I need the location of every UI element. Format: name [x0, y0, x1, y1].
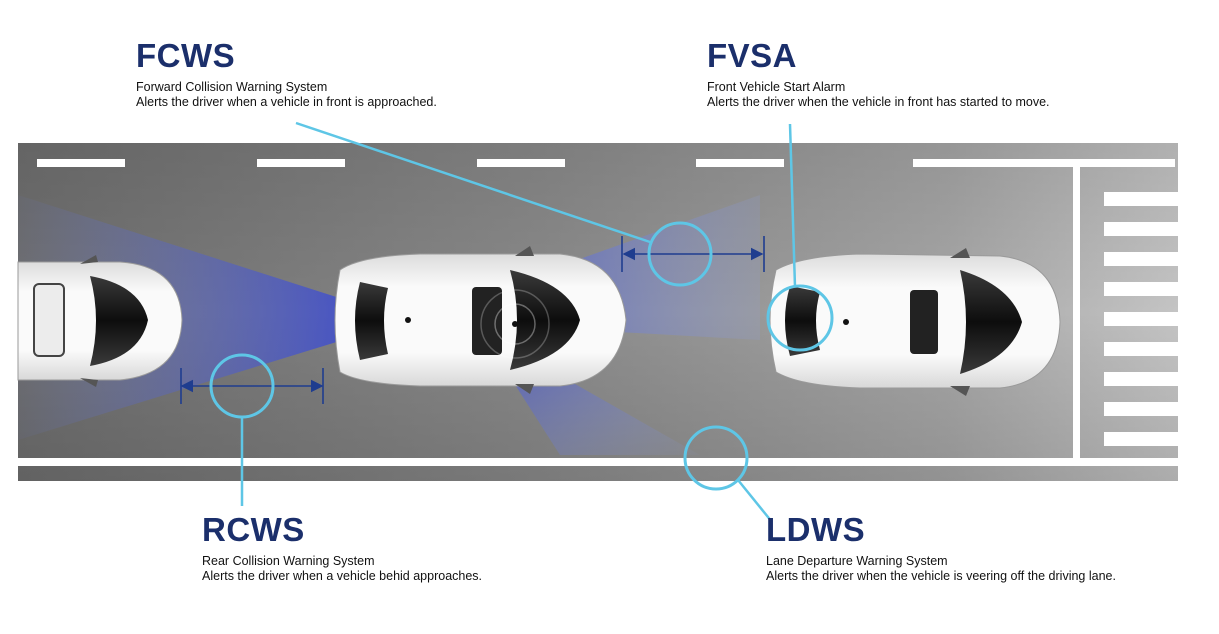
crosswalk-stripe: [1104, 402, 1178, 416]
front-car: [769, 248, 1061, 396]
host-car: [334, 246, 627, 394]
host-car-mirror: [515, 384, 534, 394]
lane-dash-4: [696, 159, 784, 167]
crosswalk: [1104, 192, 1178, 446]
host-car-sensor-wave: [480, 289, 550, 359]
rear-car-roof: [33, 283, 65, 357]
rcws-full-name: Rear Collision Warning System: [202, 554, 375, 568]
crosswalk-stripe: [1104, 312, 1178, 326]
rcws-description: Alerts the driver when a vehicle behid a…: [202, 569, 483, 583]
crosswalk-stripe: [1104, 222, 1178, 236]
front-car-mirror: [950, 386, 970, 396]
fvsa-callout: FVSA Front Vehicle Start Alarm Alerts th…: [707, 38, 1050, 110]
fvsa-description: Alerts the driver when the vehicle in fr…: [707, 95, 1050, 109]
fcws-acronym: FCWS: [136, 37, 236, 74]
lane-dash-1: [37, 159, 125, 167]
fcws-leader-line: [295, 121, 651, 244]
host-car-sunroof: [472, 287, 502, 355]
crosswalk-stripe: [1104, 252, 1178, 266]
host-car-sensor-wave: [494, 303, 536, 345]
ldws-full-name: Lane Departure Warning System: [766, 554, 948, 568]
rcws-callout: RCWS Rear Collision Warning System Alert…: [202, 512, 482, 584]
crosswalk-stripe: [1104, 432, 1178, 446]
fcws-highlight-circle: [647, 221, 713, 287]
front-car-mirror: [950, 248, 970, 258]
road-edge-line: [18, 458, 1178, 466]
callout-pointers: [209, 121, 834, 523]
host-car-windshield: [510, 270, 580, 370]
ldws-description: Alerts the driver when the vehicle is ve…: [766, 569, 1116, 583]
front-car-rear-window: [785, 286, 820, 356]
ldws-callout: LDWS Lane Departure Warning System Alert…: [766, 512, 1116, 584]
fvsa-leader-line: [788, 123, 797, 288]
lane-dash-3: [477, 159, 565, 167]
rear-car-mirror: [80, 378, 98, 387]
crosswalk-stripe: [1104, 282, 1178, 296]
ldws-leader-line: [737, 479, 773, 523]
fcws-callout: FCWS Forward Collision Warning System Al…: [136, 38, 437, 110]
crosswalk-stripe: [1104, 342, 1178, 356]
host-car-rear-window: [355, 282, 388, 360]
rcws-acronym: RCWS: [202, 511, 305, 548]
rear-car-windshield: [90, 276, 148, 366]
fcws-full-name: Forward Collision Warning System: [136, 80, 328, 94]
front-car-sunroof: [910, 290, 938, 354]
lane-dash-2: [257, 159, 345, 167]
host-car-front-sensor: [512, 321, 518, 327]
distance-arrows: [180, 236, 765, 404]
fcws-description: Alerts the driver when a vehicle in fron…: [136, 95, 437, 109]
crosswalk-stripe: [1104, 372, 1178, 386]
rear-car-mirror: [80, 255, 98, 264]
crosswalk-stripe: [1104, 192, 1178, 206]
front-car-windshield: [960, 270, 1022, 374]
lane-solid-segment: [913, 159, 1175, 167]
fvsa-highlight-circle: [766, 284, 834, 352]
stop-line: [1073, 167, 1080, 458]
ldws-highlight-circle: [683, 425, 749, 491]
fvsa-acronym: FVSA: [707, 37, 798, 74]
rear-car: [17, 255, 183, 387]
front-car-sensor: [843, 319, 849, 325]
fvsa-full-name: Front Vehicle Start Alarm: [707, 80, 846, 94]
host-car-rear-sensor: [405, 317, 411, 323]
host-car-mirror: [515, 246, 534, 256]
ldws-acronym: LDWS: [766, 511, 866, 548]
